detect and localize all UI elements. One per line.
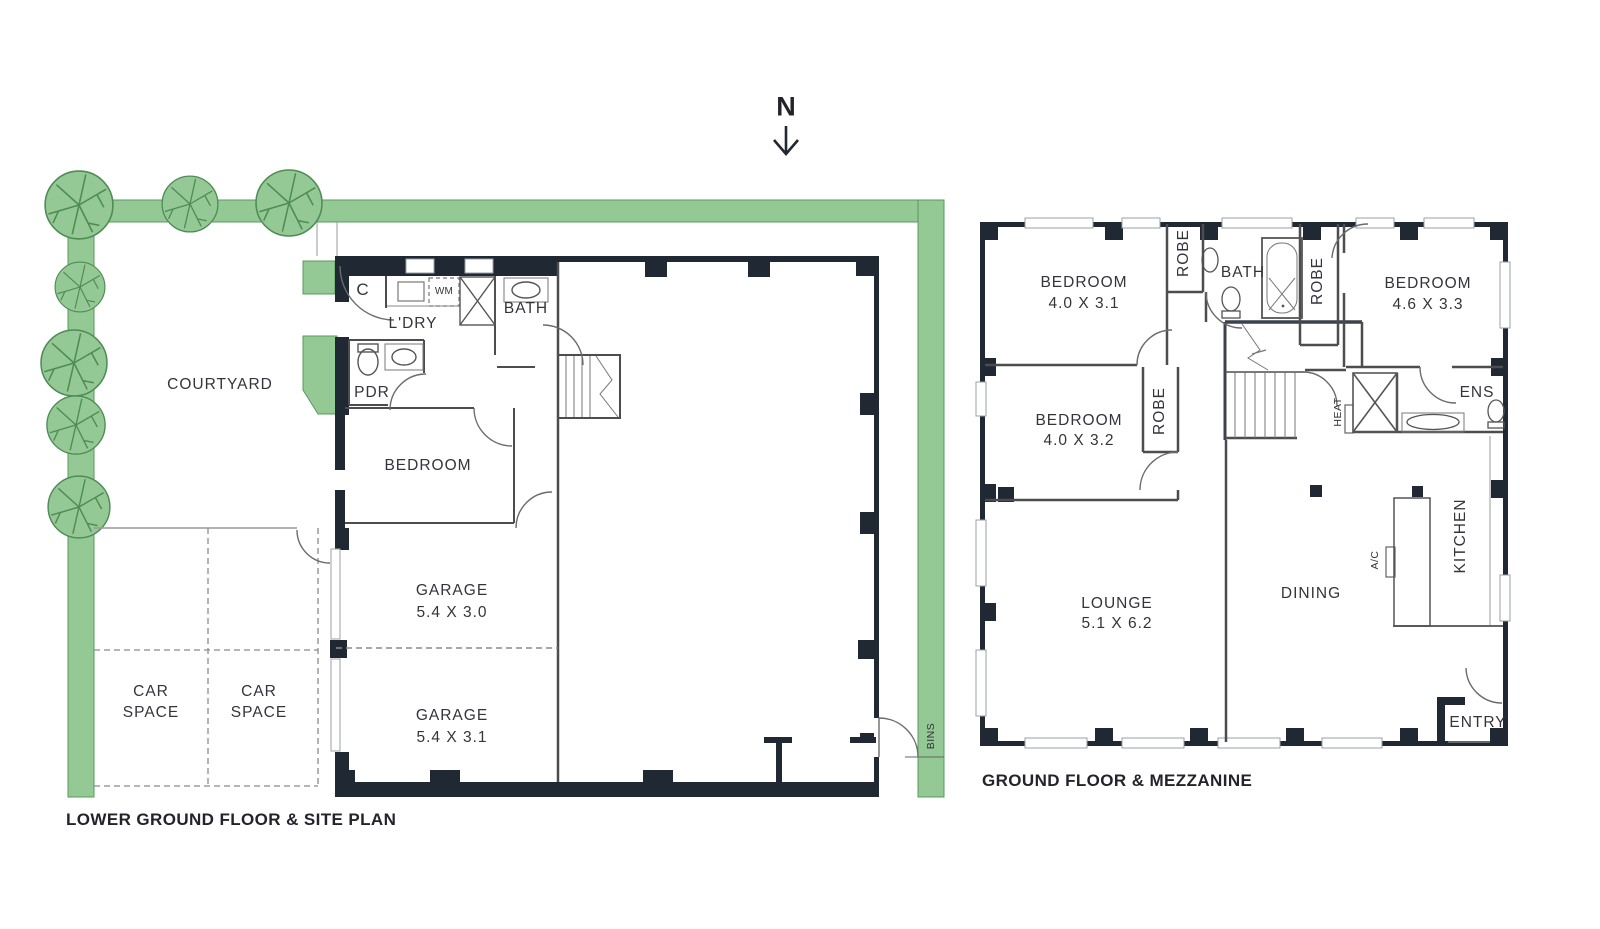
room-dims-bedroom3: 4.0 X 3.2	[1043, 432, 1115, 449]
room-label-powder: PDR	[354, 384, 390, 401]
room-dims-bedroom1: 4.0 X 3.1	[1048, 295, 1120, 312]
room-dims-bedroom2: 4.6 X 3.3	[1392, 296, 1464, 313]
north-label: N	[776, 91, 796, 122]
room-label-robe2: ROBE	[1309, 257, 1326, 305]
laundry-sink-icon	[397, 281, 425, 302]
room-label-robe1: ROBE	[1175, 229, 1192, 277]
kitchen-island	[1385, 497, 1431, 627]
trees	[40, 169, 323, 539]
bathtub-icon	[1261, 237, 1303, 319]
room-label-bath-ground: BATH	[1220, 264, 1266, 281]
ens-toilet-icon	[1487, 399, 1505, 429]
lower-plan-title: LOWER GROUND FLOOR & SITE PLAN	[66, 810, 397, 829]
room-label-carspace1: CAR SPACE	[122, 683, 180, 721]
bath-toilet-icon	[1221, 286, 1241, 319]
lower-walls	[330, 256, 879, 797]
toilet-icon	[357, 343, 379, 376]
room-label-ens: ENS	[1459, 384, 1495, 401]
lower-windows	[330, 258, 494, 752]
heat-unit-icon	[1344, 372, 1398, 434]
bath-sink-icon	[503, 277, 549, 303]
room-dims-lounge: 5.1 X 6.2	[1081, 615, 1153, 632]
room-dims-garage1: 5.4 X 3.0	[416, 604, 488, 621]
ground-stairs	[1234, 323, 1296, 438]
site-greenery	[67, 199, 945, 798]
lower-dashed-lines	[94, 528, 558, 788]
room-label-bath-lower: BATH	[503, 300, 549, 317]
room-label-ac: A/C	[1369, 550, 1381, 570]
powder-sink-icon	[384, 343, 424, 371]
room-label-courtyard: COURTYARD	[167, 376, 273, 393]
ground-fixtures	[1201, 237, 1505, 627]
room-label-garage1: GARAGE	[415, 582, 489, 599]
room-label-carspace2: CAR SPACE	[230, 683, 288, 721]
room-label-washing-machine: WM	[434, 286, 454, 297]
room-label-robe3: ROBE	[1151, 387, 1168, 435]
washing-machine-icon	[428, 277, 460, 307]
room-label-bedroom-lower: BEDROOM	[384, 457, 472, 474]
lower-door-arcs	[296, 265, 919, 758]
room-label-heat: HEAT	[1332, 397, 1344, 427]
north-arrow-icon	[773, 126, 799, 156]
room-label-bedroom1: BEDROOM	[1040, 274, 1128, 291]
room-dims-garage2: 5.4 X 3.1	[416, 729, 488, 746]
ground-door-arcs	[1136, 223, 1503, 704]
room-label-closet: C	[356, 280, 370, 299]
room-label-bedroom2: BEDROOM	[1384, 275, 1472, 292]
ens-bath-icon	[1401, 412, 1465, 433]
lower-interior	[94, 222, 944, 782]
room-label-laundry: L'DRY	[388, 315, 438, 332]
bath-basin-icon	[1201, 247, 1219, 273]
ground-plan-title: GROUND FLOOR & MEZZANINE	[982, 771, 1253, 790]
room-label-garage2: GARAGE	[415, 707, 489, 724]
room-label-bedroom3: BEDROOM	[1035, 412, 1123, 429]
lower-fixtures	[357, 276, 549, 376]
room-label-lounge: LOUNGE	[1081, 595, 1153, 612]
ground-windows	[975, 217, 1511, 749]
room-label-bins: BINS	[925, 722, 937, 750]
room-label-entry: ENTRY	[1449, 714, 1507, 731]
room-label-kitchen: KITCHEN	[1452, 498, 1469, 574]
room-label-dining: DINING	[1280, 585, 1342, 602]
